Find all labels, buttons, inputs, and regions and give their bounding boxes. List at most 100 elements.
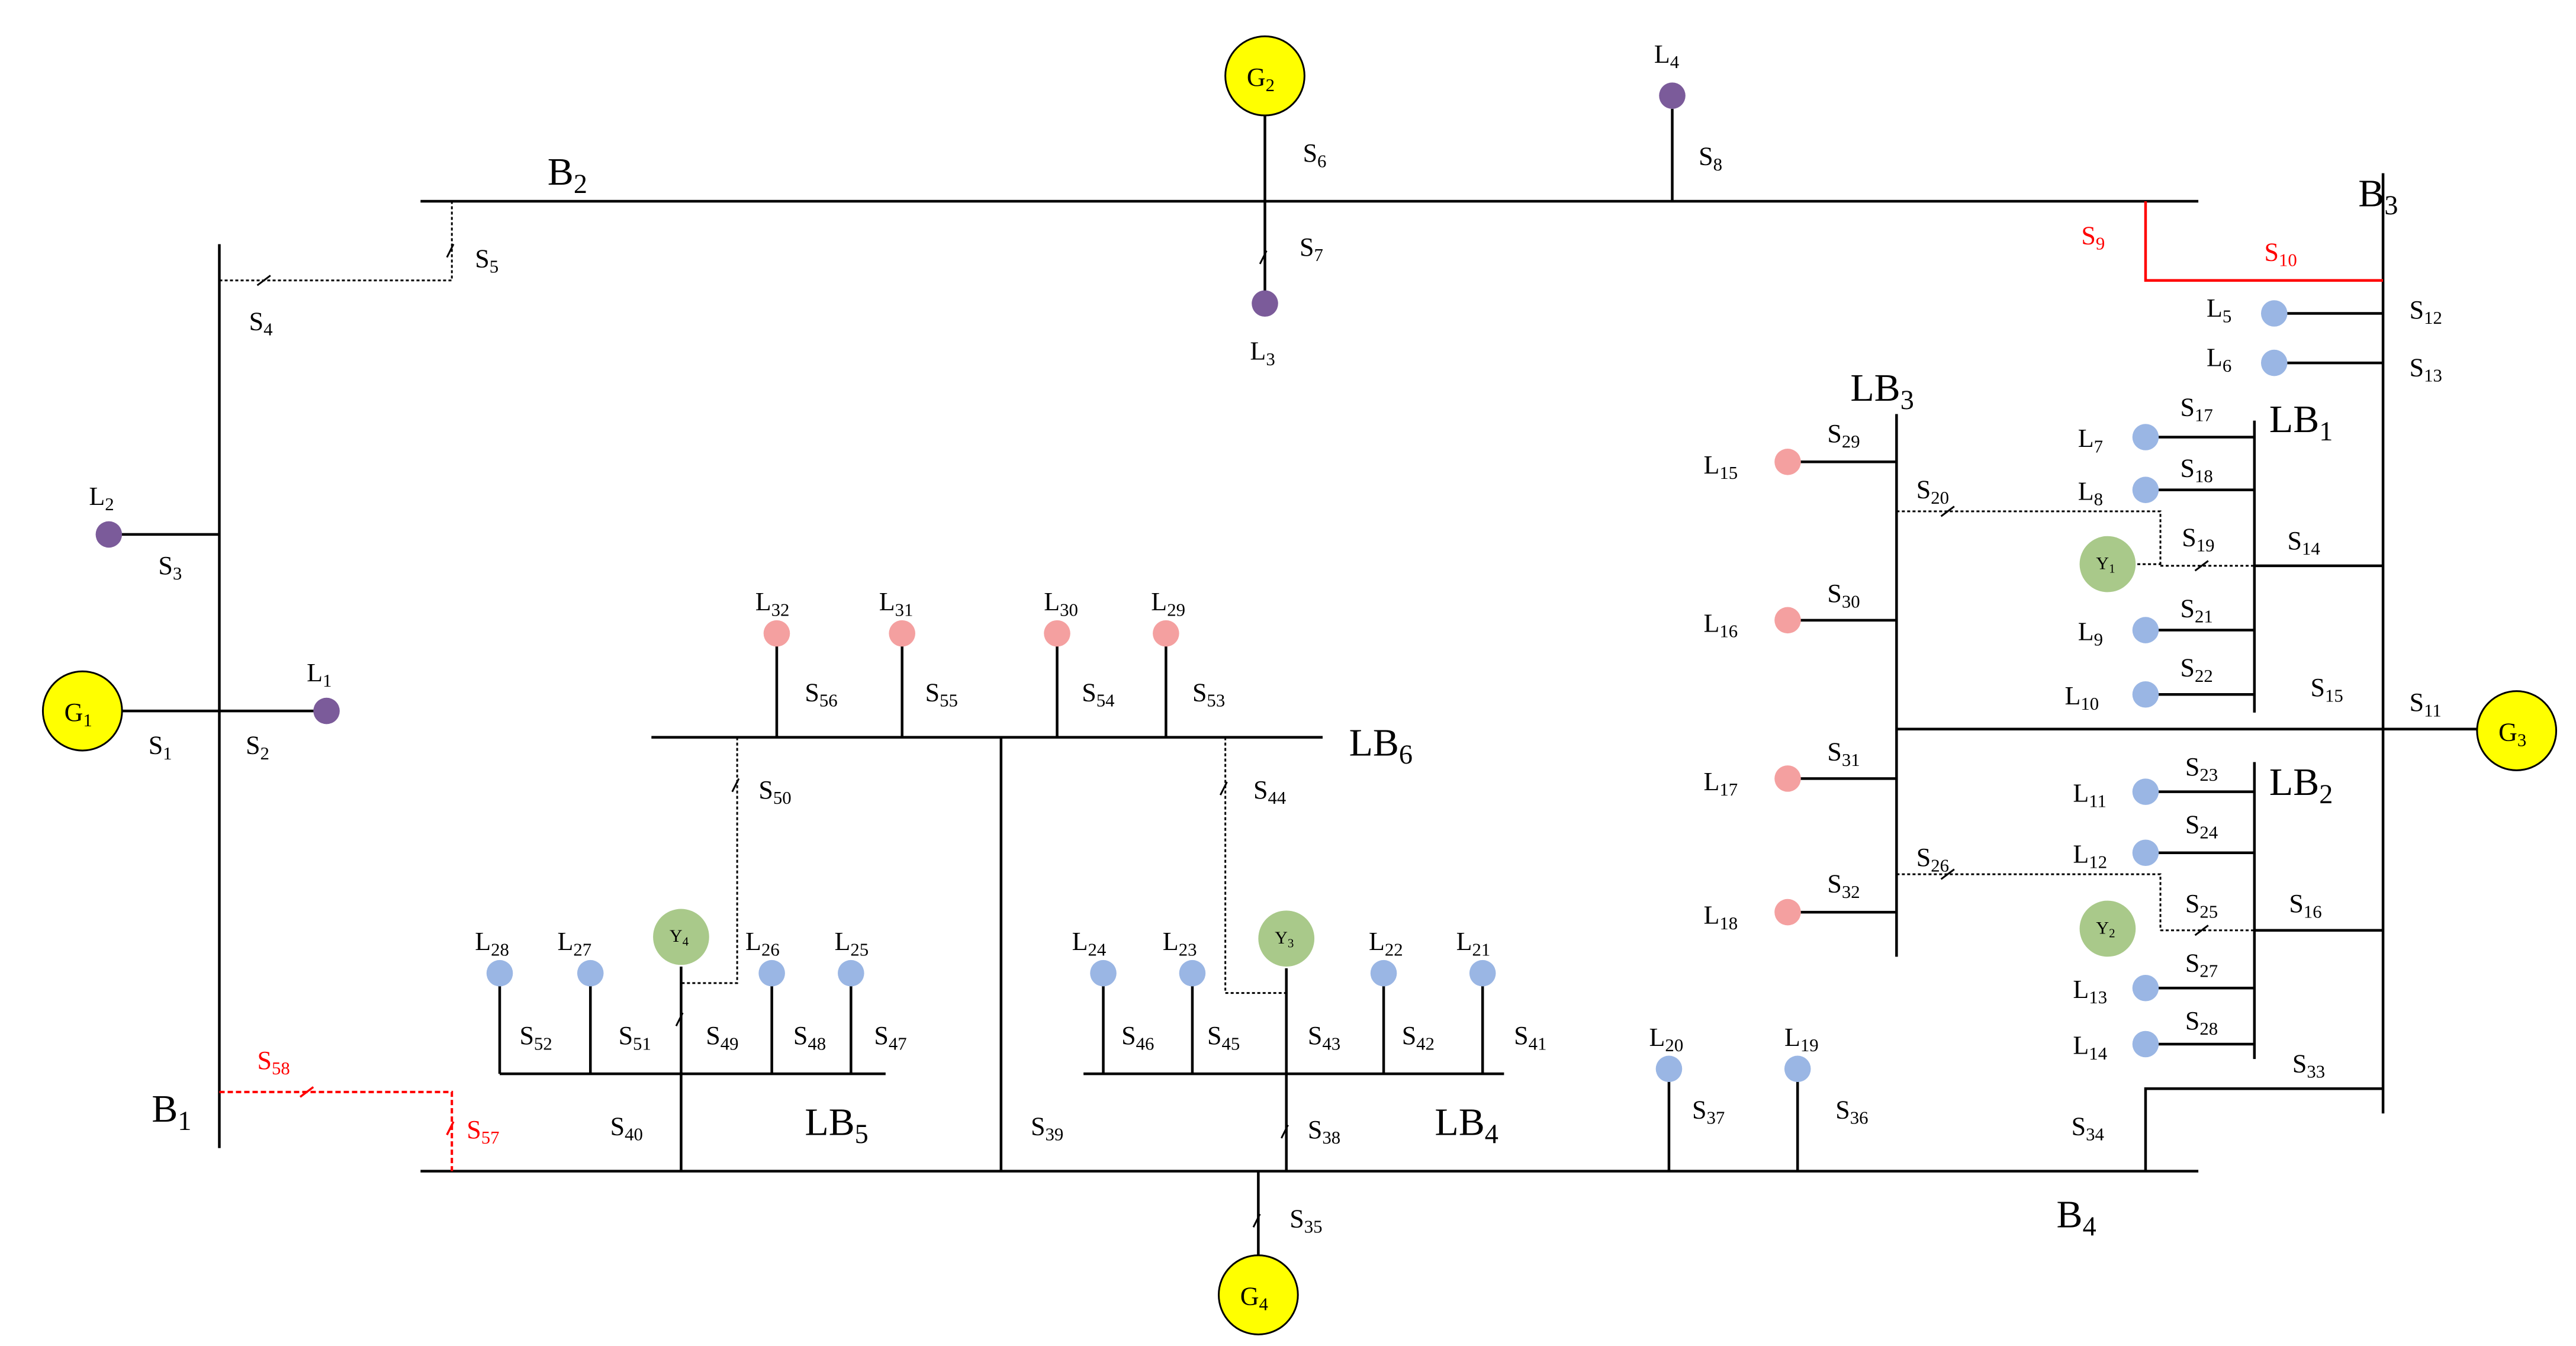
switch-label-s2: S2 [246,731,269,764]
load-label-l12: L12 [2073,839,2107,872]
load-label-l20: L20 [1649,1023,1684,1055]
load-l28 [486,959,513,987]
load-label-l24: L24 [1072,927,1107,959]
bus-label-b2: B2 [548,150,587,199]
load-l4 [1659,82,1686,109]
switch-label-s52: S52 [519,1021,552,1054]
load-l18 [1774,899,1801,926]
load-label-l1: L1 [307,658,332,691]
load-label-l27: L27 [558,927,592,959]
load-label-l19: L19 [1784,1023,1819,1055]
load-l12 [2132,839,2159,867]
switch-label-s58: S58 [258,1046,290,1078]
switch-label-s7: S7 [1300,233,1323,265]
switch-label-s16: S16 [2289,889,2321,922]
load-label-l23: L23 [1163,927,1197,959]
load-l7 [2132,424,2159,450]
bus-label-lb6: LB6 [1349,721,1413,769]
load-label-l10: L10 [2064,681,2099,714]
load-l31 [889,620,915,647]
switch-label-s49: S49 [706,1021,738,1054]
load-label-l2: L2 [89,482,114,514]
switch-mark [446,1121,455,1136]
switch-mark [1940,868,1955,880]
switch-label-s6: S6 [1303,139,1327,171]
switch-label-s23: S23 [2185,752,2218,785]
switch-label-s15: S15 [2311,673,2343,706]
load-label-l16: L16 [1703,608,1738,641]
switch-label-s47: S47 [874,1021,906,1054]
nodes [41,35,2558,1335]
switch-label-s4: S4 [249,307,273,339]
load-l21 [1469,959,1496,987]
switch-mark [2194,925,2209,936]
load-l24 [1090,959,1117,987]
bus-label-b3: B3 [2358,172,2398,220]
load-label-l21: L21 [1456,927,1491,959]
switch-label-s51: S51 [619,1021,651,1054]
switch-label-s1: S1 [149,731,172,764]
load-l22 [1370,959,1397,987]
storage-label-y1: Y1 [2096,553,2115,575]
storage-label-y4: Y4 [670,926,689,948]
load-label-l17: L17 [1703,767,1738,800]
switch-mark [1252,1213,1261,1228]
generator-g3 [2476,690,2558,771]
tie-lb6-lb5 [681,737,738,984]
switch-label-s3: S3 [158,551,182,584]
storage-y2 [2079,900,2136,957]
switch-label-s21: S21 [2180,594,2212,626]
load-l27 [577,959,604,987]
load-l17 [1774,765,1801,792]
bus-label-lb3: LB3 [1850,366,1913,415]
switch-label-s56: S56 [805,678,837,710]
load-l10 [2132,681,2159,708]
load-l20 [1655,1055,1683,1083]
tie-b2-b3 [2144,201,2384,282]
load-label-l13: L13 [2073,975,2107,1007]
bus-label-lb2: LB2 [2269,761,2333,809]
load-l25 [838,959,864,987]
switch-marks [256,243,2209,1228]
load-l29 [1153,620,1179,647]
switch-label-s8: S8 [1699,142,1722,175]
load-label-l22: L22 [1369,927,1403,959]
load-l2 [95,521,123,548]
switch-mark [731,778,740,793]
switch-mark [1281,1124,1289,1139]
storage-y1 [2079,536,2136,593]
storage-y4 [653,909,709,965]
load-l9 [2132,617,2159,643]
switch-label-s36: S36 [1835,1095,1868,1128]
switch-label-s45: S45 [1207,1021,1240,1054]
switch-label-s19: S19 [2182,523,2214,555]
load-l8 [2132,476,2159,503]
switch-label-s39: S39 [1031,1112,1063,1144]
load-label-l26: L26 [745,927,780,959]
switch-label-s17: S17 [2180,392,2212,425]
load-label-l5: L5 [2207,294,2231,326]
switch-label-s35: S35 [1289,1204,1322,1236]
wiring [108,108,2509,1257]
storage-y3 [1258,910,1315,967]
switch-label-s41: S41 [1514,1021,1546,1054]
load-label-l31: L31 [879,587,914,620]
load-label-l32: L32 [755,587,790,620]
load-label-l15: L15 [1703,450,1738,483]
load-label-l8: L8 [2078,476,2103,509]
switch-label-s30: S30 [1827,579,1860,611]
switch-label-s50: S50 [758,775,791,808]
load-l26 [758,959,785,987]
switch-label-s28: S28 [2185,1006,2218,1039]
load-l6 [2260,349,2288,376]
switch-label-s44: S44 [1253,775,1286,808]
switch-label-s27: S27 [2185,948,2218,981]
load-l19 [1784,1055,1811,1083]
switch-label-s18: S18 [2180,453,2212,486]
switch-label-s12: S12 [2410,295,2442,328]
generator-g4 [1218,1254,1299,1335]
switch-label-s43: S43 [1308,1021,1340,1054]
switch-label-s14: S14 [2288,526,2320,559]
switch-label-s48: S48 [793,1021,826,1054]
